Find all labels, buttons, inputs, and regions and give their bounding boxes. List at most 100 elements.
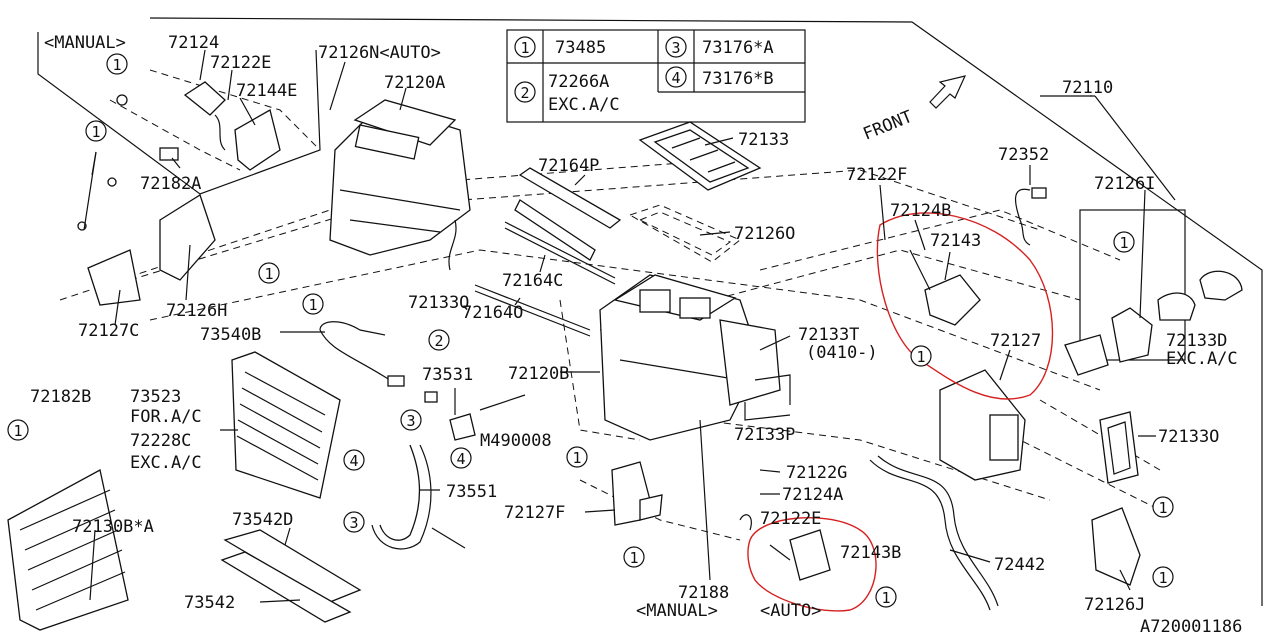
actuator-72143b bbox=[739, 514, 831, 581]
assembly-frame bbox=[37, 17, 1263, 606]
legend-table: 1 73485 3 73176*A 2 72266A EXC.A/C 4 731… bbox=[506, 29, 806, 123]
label-manual-top: <MANUAL> bbox=[44, 33, 126, 53]
label-72122f: 72122F bbox=[846, 165, 907, 185]
gasket-72133o bbox=[1099, 411, 1139, 484]
svg-text:4: 4 bbox=[456, 450, 465, 468]
manual-actuator-parts bbox=[116, 81, 281, 171]
svg-text:1: 1 bbox=[1158, 499, 1167, 517]
svg-text:3: 3 bbox=[406, 412, 415, 430]
label-72164o: 72164O bbox=[462, 303, 523, 323]
upper-case-72120a bbox=[329, 99, 471, 256]
callout-4-b: 4 bbox=[343, 449, 365, 471]
callout-2-a: 2 bbox=[428, 329, 450, 351]
svg-text:1: 1 bbox=[112, 56, 121, 74]
label-72143b: 72143B bbox=[840, 543, 901, 563]
rods-72164 bbox=[474, 167, 622, 337]
label-72228c: 72228C bbox=[130, 431, 191, 451]
svg-text:1: 1 bbox=[572, 449, 581, 467]
label-72126h: 72126H bbox=[166, 301, 227, 321]
callout-1-c: 1 bbox=[258, 262, 280, 284]
callout-1-d: 1 bbox=[302, 293, 324, 315]
label-72442: 72442 bbox=[994, 555, 1045, 575]
legend-callout-2 bbox=[514, 81, 536, 103]
svg-text:1: 1 bbox=[629, 549, 638, 567]
svg-text:1: 1 bbox=[1119, 234, 1128, 252]
hose-72442 bbox=[869, 455, 999, 611]
label-72188: 72188 bbox=[678, 583, 729, 603]
lower-case-72120b bbox=[599, 274, 781, 441]
harness-72352 bbox=[1015, 187, 1047, 246]
front-arrow: FRONT bbox=[860, 75, 967, 145]
svg-text:1: 1 bbox=[881, 589, 890, 607]
label-manual-bottom: <MANUAL> bbox=[636, 601, 718, 621]
label-73523: 73523 bbox=[130, 387, 181, 407]
label-m490008: M490008 bbox=[480, 431, 552, 451]
label-72133p: 72133P bbox=[734, 425, 795, 445]
highlight-72143b-area bbox=[747, 516, 877, 612]
label-72130b: 72130B*A bbox=[72, 517, 154, 537]
grille-72133 bbox=[638, 121, 762, 191]
label-72126i: 72126I bbox=[1094, 174, 1155, 194]
label-72164c: 72164C bbox=[502, 271, 563, 291]
label-72122e-bottom: 72122E bbox=[760, 509, 821, 529]
callout-1-e: 1 bbox=[7, 419, 29, 441]
legend-callout-1 bbox=[514, 36, 536, 58]
label-72133q: 72133Q bbox=[408, 293, 469, 313]
drain-hose-73551 bbox=[371, 444, 466, 550]
label-72124b: 72124B bbox=[890, 201, 951, 221]
callout-1-a: 1 bbox=[106, 53, 128, 75]
label-72126n: 72126N<AUTO> bbox=[318, 43, 441, 63]
callout-1-l: 1 bbox=[1152, 566, 1174, 588]
label-72126o: 72126O bbox=[734, 224, 795, 244]
label-72133d: 72133D bbox=[1166, 331, 1227, 351]
label-auto-bottom: <AUTO> bbox=[760, 601, 821, 621]
legend-callout-3 bbox=[665, 36, 687, 58]
callout-4-a: 4 bbox=[450, 447, 472, 469]
svg-text:1: 1 bbox=[1158, 569, 1167, 587]
label-72352: 72352 bbox=[998, 145, 1049, 165]
label-73542d: 73542D bbox=[232, 510, 293, 530]
label-72182a: 72182A bbox=[140, 174, 201, 194]
legend-part-73176b: 73176*B bbox=[702, 69, 774, 89]
highlight-72143-area bbox=[876, 212, 1054, 400]
svg-text:1: 1 bbox=[916, 348, 925, 366]
label-72182b: 72182B bbox=[30, 387, 91, 407]
svg-text:4: 4 bbox=[671, 69, 680, 87]
label-exc-ac-1: EXC.A/C bbox=[130, 453, 202, 473]
evaporator-73523 bbox=[231, 351, 341, 499]
label-72110: 72110 bbox=[1062, 78, 1113, 98]
label-72122g: 72122G bbox=[786, 463, 847, 483]
legend-part-72266a: 72266A bbox=[548, 72, 609, 92]
label-73542: 73542 bbox=[184, 593, 235, 613]
callout-1-b: 1 bbox=[85, 120, 107, 142]
actuator-72127 bbox=[909, 249, 1026, 481]
filter-72130b bbox=[7, 469, 129, 631]
label-73531: 73531 bbox=[422, 365, 473, 385]
seal-72126o bbox=[628, 204, 741, 263]
label-72124a: 72124A bbox=[782, 485, 843, 505]
leader-lines bbox=[83, 49, 1156, 603]
brackets-72133 bbox=[448, 219, 791, 421]
assembly-dashed-lines bbox=[59, 69, 1161, 541]
svg-text:3: 3 bbox=[349, 514, 358, 532]
diagram-code: A720001186 bbox=[1140, 617, 1242, 636]
label-72133: 72133 bbox=[738, 130, 789, 150]
label-exc-ac-2: EXC.A/C bbox=[1166, 349, 1238, 369]
label-73540b: 73540B bbox=[200, 325, 261, 345]
svg-text:4: 4 bbox=[349, 452, 358, 470]
svg-text:1: 1 bbox=[91, 123, 100, 141]
callout-1-i: 1 bbox=[910, 345, 932, 367]
duct-73542 bbox=[220, 529, 362, 623]
legend-part-73485: 73485 bbox=[555, 38, 606, 58]
callout-3-a: 3 bbox=[400, 409, 422, 431]
legend-part-73176a: 73176*A bbox=[702, 38, 774, 58]
callout-1-f: 1 bbox=[566, 446, 588, 468]
svg-text:1: 1 bbox=[13, 422, 22, 440]
legend-note-exc-ac: EXC.A/C bbox=[548, 95, 620, 115]
label-72133o: 72133O bbox=[1158, 427, 1219, 447]
label-72126j: 72126J bbox=[1084, 595, 1145, 615]
label-73551: 73551 bbox=[446, 482, 497, 502]
svg-text:1: 1 bbox=[308, 296, 317, 314]
label-72124: 72124 bbox=[168, 33, 219, 53]
